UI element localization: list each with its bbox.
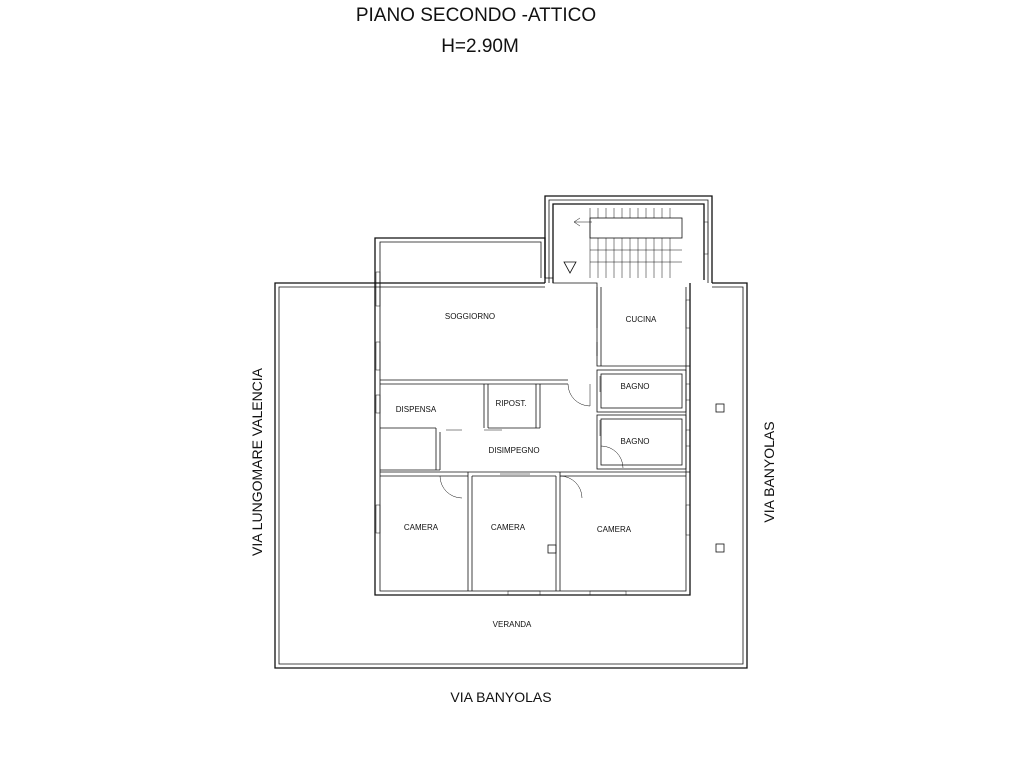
room-label-cucina: CUCINA bbox=[626, 315, 657, 324]
room-label-camera: CAMERA bbox=[597, 525, 632, 534]
terrace-column bbox=[715, 403, 725, 413]
plan-height: H=2.90M bbox=[441, 36, 519, 57]
stair-down-arrow-icon bbox=[563, 261, 577, 274]
street-label-left: VIA LUNGOMARE VALENCIA bbox=[249, 367, 265, 556]
stair-tower bbox=[544, 195, 713, 283]
stair-steps bbox=[573, 208, 682, 278]
street-label-bottom: VIA BANYOLAS bbox=[450, 689, 551, 705]
doors bbox=[439, 376, 624, 499]
terrace-column bbox=[715, 543, 725, 553]
room-label-camera: CAMERA bbox=[491, 523, 526, 532]
room-label-veranda: VERANDA bbox=[493, 620, 532, 629]
terrace-outline bbox=[274, 282, 748, 669]
room-label-soggiorno: SOGGIORNO bbox=[445, 312, 495, 321]
street-label-right: VIA BANYOLAS bbox=[761, 421, 777, 522]
plan-title: PIANO SECONDO -ATTICO bbox=[356, 5, 596, 26]
room-label-disimpegno: DISIMPEGNO bbox=[488, 446, 539, 455]
apartment-walls bbox=[374, 237, 691, 596]
windows bbox=[375, 221, 709, 596]
room-label-bagno: BAGNO bbox=[621, 382, 650, 391]
column-marker bbox=[547, 544, 557, 554]
room-label-ripostiglio: RIPOST. bbox=[495, 399, 526, 408]
room-label-camera: CAMERA bbox=[404, 523, 439, 532]
room-label-bagno: BAGNO bbox=[621, 437, 650, 446]
interior-walls bbox=[380, 277, 690, 591]
room-label-dispensa: DISPENSA bbox=[396, 405, 437, 414]
